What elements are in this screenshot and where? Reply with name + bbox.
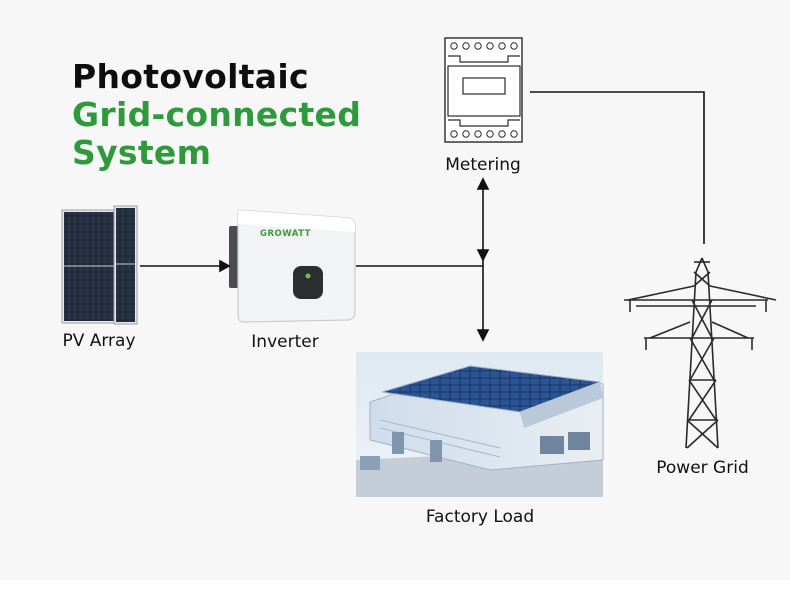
bottom-strip — [0, 580, 790, 593]
factory-load-label: Factory Load — [425, 507, 535, 527]
connection-lines — [140, 91, 705, 342]
inverter-icon: GROWATT — [229, 209, 356, 323]
inverter-label: Inverter — [251, 332, 319, 352]
power-grid-label: Power Grid — [656, 458, 749, 478]
energy-meter-icon — [444, 37, 523, 143]
power-grid-tower-icon — [624, 257, 777, 449]
diagram-title: Photovoltaic Grid-connected System — [72, 58, 361, 172]
title-line-1: Photovoltaic — [72, 57, 309, 96]
title-line-2: Grid-connected — [72, 95, 362, 134]
pv-array-label: PV Array — [62, 331, 136, 351]
inverter-brand-label: GROWATT — [260, 229, 311, 239]
factory-load-image — [356, 352, 604, 497]
title-line-3: System — [72, 133, 212, 172]
pv-array-icon — [61, 205, 138, 325]
metering-label: Metering — [445, 155, 521, 175]
